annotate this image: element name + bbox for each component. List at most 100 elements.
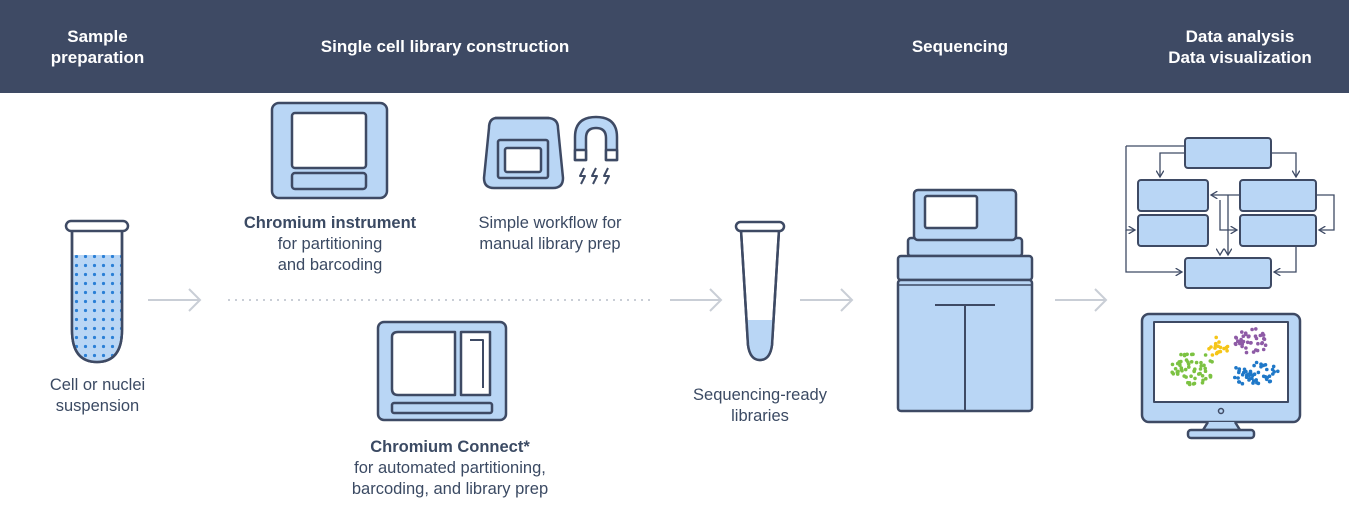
cluster-dot — [1201, 378, 1205, 383]
sequencer-icon — [896, 188, 1034, 413]
cluster-dot — [1260, 341, 1265, 345]
cluster-dot — [1233, 375, 1237, 380]
cluster-dot — [1183, 367, 1188, 372]
cluster-dot — [1198, 367, 1203, 371]
cluster-dot — [1237, 367, 1242, 371]
cluster-dot — [1224, 345, 1229, 350]
cluster-dot — [1200, 374, 1205, 378]
cluster-dot — [1240, 344, 1244, 349]
cluster-dot — [1225, 349, 1229, 353]
header-sequencing: Sequencing — [911, 37, 1009, 56]
cluster-dot — [1214, 335, 1218, 340]
header-bar: Sample preparation Single cell library c… — [0, 0, 1349, 93]
cluster-dot — [1248, 369, 1253, 374]
cluster-dot — [1260, 333, 1264, 337]
cluster-dot — [1254, 360, 1259, 365]
cluster-dot — [1247, 334, 1251, 339]
cluster-dot — [1244, 332, 1248, 337]
cluster-dot — [1178, 363, 1182, 368]
cluster-dot — [1255, 348, 1260, 353]
magnet-icon — [573, 115, 619, 185]
cluster-dot — [1248, 341, 1253, 345]
cluster-dot — [1213, 341, 1218, 346]
cluster-dot — [1218, 345, 1223, 350]
cluster-dot — [1236, 376, 1240, 380]
cluster-dot — [1255, 380, 1259, 385]
cluster-dot — [1241, 334, 1246, 339]
cluster-dot — [1265, 375, 1270, 380]
chromium-instrument-label: Chromium instrument for partitioning and… — [243, 214, 417, 274]
arrow-3 — [800, 288, 854, 312]
cluster-dot — [1194, 360, 1199, 365]
cluster-dot — [1238, 341, 1242, 346]
cluster-dot — [1208, 359, 1213, 363]
cluster-dot — [1193, 376, 1197, 381]
cluster-dot — [1254, 327, 1258, 331]
cluster-dot — [1234, 366, 1238, 370]
cluster-dot — [1265, 367, 1269, 372]
cluster-dot — [1263, 343, 1268, 348]
cluster-dot — [1251, 381, 1255, 385]
cluster-dot — [1203, 369, 1208, 374]
chromium-instrument-icon — [270, 101, 389, 200]
cluster-dot — [1199, 360, 1203, 365]
cluster-dot — [1271, 364, 1276, 369]
cluster-dot — [1184, 358, 1189, 362]
arrow-1 — [148, 288, 202, 312]
cluster-dot — [1204, 376, 1208, 381]
cluster-dot — [1251, 350, 1256, 354]
cluster-dot — [1189, 360, 1194, 364]
cluster-dot — [1240, 381, 1245, 386]
cluster-dot — [1189, 374, 1193, 379]
cluster-dot — [1252, 363, 1256, 368]
cluster-dot — [1173, 367, 1178, 371]
library-tube-icon — [734, 220, 786, 362]
cluster-dot — [1245, 340, 1250, 345]
cluster-dot — [1256, 341, 1260, 346]
cluster-dot — [1177, 360, 1181, 364]
cluster-dot — [1185, 352, 1189, 357]
cluster-dot — [1179, 367, 1184, 372]
cluster-dot — [1267, 379, 1272, 384]
cluster-dot — [1184, 375, 1188, 379]
cluster-dot — [1213, 346, 1217, 350]
thermocycler-icon — [482, 116, 565, 190]
cluster-dot — [1237, 370, 1241, 375]
cluster-dot — [1241, 339, 1246, 344]
cluster-dot — [1197, 372, 1201, 376]
cluster-dot — [1246, 372, 1251, 377]
header-data-analysis: Data analysis Data visualization — [1168, 26, 1312, 67]
cluster-dot — [1215, 350, 1220, 355]
cluster-dot — [1193, 367, 1197, 372]
cluster-dot — [1250, 376, 1254, 381]
header-sample-preparation: Sample preparation — [50, 26, 145, 67]
cluster-dot — [1203, 353, 1208, 357]
cluster-dot — [1238, 339, 1243, 343]
cell-suspension-label: Cell or nuclei suspension — [49, 376, 146, 415]
cluster-dot — [1236, 339, 1240, 344]
header-library-construction: Single cell library construction — [320, 37, 570, 56]
cluster-dot — [1271, 372, 1275, 376]
cluster-dot — [1203, 366, 1207, 371]
cluster-dot — [1261, 374, 1266, 379]
cluster-dot — [1254, 336, 1259, 341]
cluster-dot — [1210, 353, 1215, 357]
cluster-dot — [1187, 365, 1191, 369]
cluster-dot — [1179, 352, 1183, 357]
cluster-dot — [1170, 370, 1174, 375]
cluster-dot — [1192, 381, 1197, 386]
libraries-label: Sequencing-ready libraries — [693, 386, 827, 425]
flowchart-icon — [1125, 137, 1335, 289]
cluster-dot — [1237, 380, 1242, 384]
cluster-dot — [1208, 375, 1213, 379]
cluster-dot — [1240, 330, 1244, 334]
arrow-4 — [1055, 288, 1108, 312]
cluster-dot — [1217, 340, 1221, 344]
cluster-dot — [1187, 382, 1192, 387]
cluster-dot — [1262, 336, 1266, 341]
cluster-dot — [1176, 369, 1180, 374]
flow-arrows — [148, 288, 1108, 312]
cluster-dot — [1254, 378, 1258, 382]
cluster-dot — [1261, 363, 1266, 368]
